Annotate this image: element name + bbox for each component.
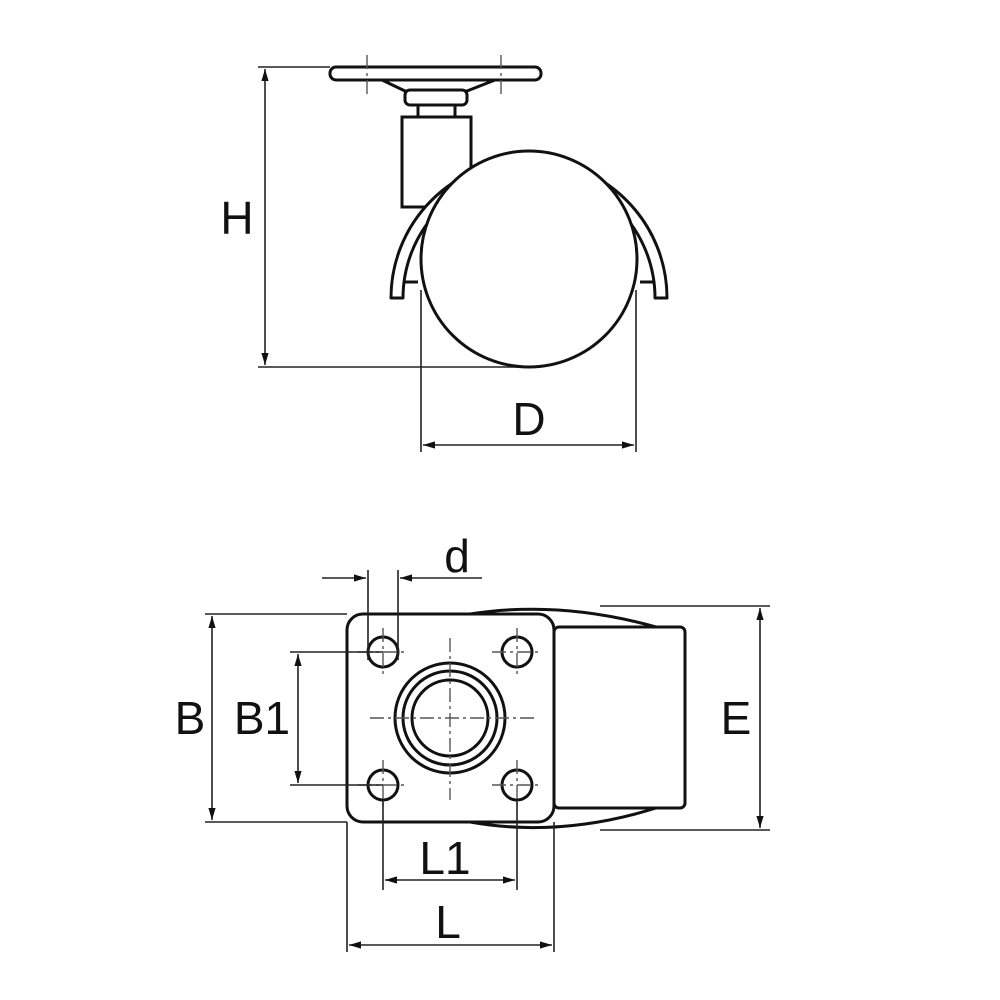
h-extension-lines xyxy=(258,66,529,368)
wheel xyxy=(419,149,639,369)
hood-outline xyxy=(469,607,657,830)
label-H: H xyxy=(220,192,253,244)
wheel-body xyxy=(552,625,687,810)
d-extension-lines xyxy=(420,290,637,452)
label-L: L xyxy=(435,896,461,948)
hole-centerlines xyxy=(366,55,502,95)
top-plate xyxy=(328,65,543,82)
label-D: D xyxy=(512,393,545,445)
side-view: H D xyxy=(220,55,669,452)
top-view: d B B1 E L1 L xyxy=(175,530,770,952)
label-E: E xyxy=(721,692,752,744)
label-L1: L1 xyxy=(419,832,470,884)
swivel-washer xyxy=(403,88,469,107)
label-d: d xyxy=(444,530,470,582)
label-B: B xyxy=(175,692,206,744)
extension-lines xyxy=(205,570,770,952)
label-B1: B1 xyxy=(234,692,290,744)
swivel-neck xyxy=(416,103,457,119)
